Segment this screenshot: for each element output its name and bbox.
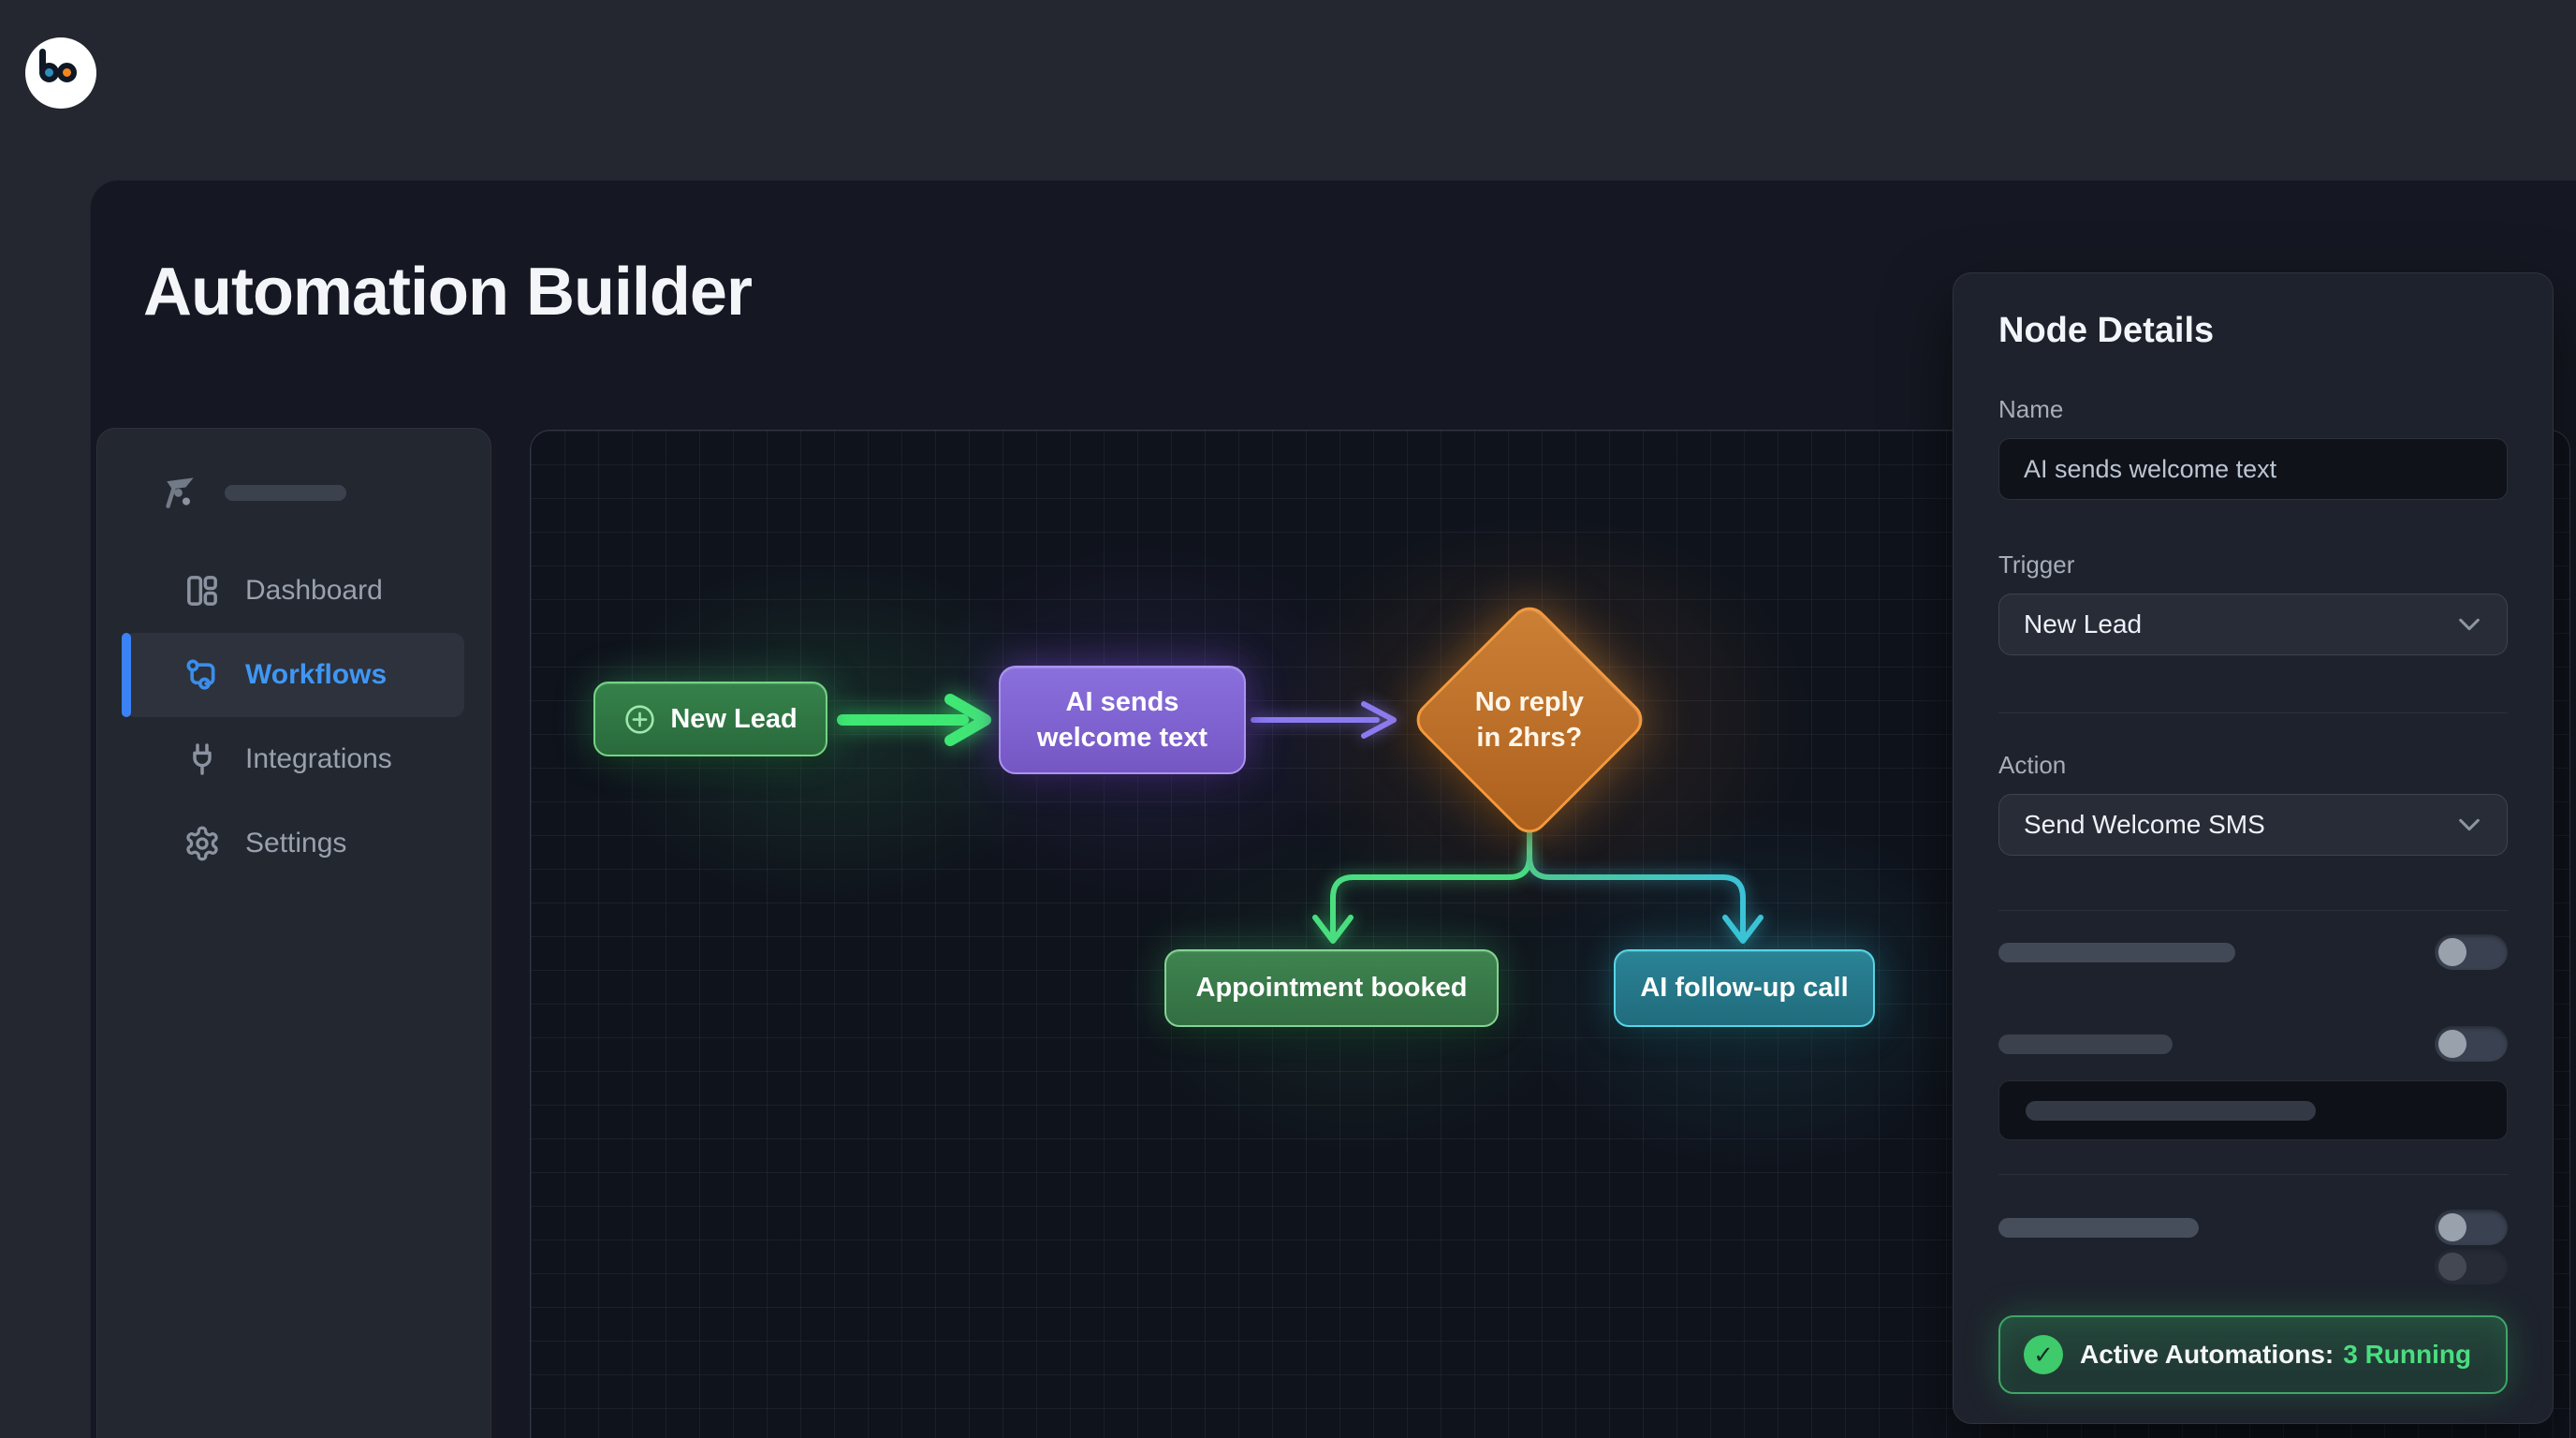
setting-label-skeleton: [1998, 1034, 2173, 1054]
action-select[interactable]: Send Welcome SMS: [1998, 794, 2508, 856]
name-input[interactable]: [1998, 438, 2508, 500]
connector-newlead-to-welcome: [837, 694, 991, 746]
node-label: Appointment booked: [1195, 973, 1468, 1003]
active-automations-banner: ✓ Active Automations:3 Running: [1998, 1315, 2508, 1394]
setting-row: [1998, 1026, 2508, 1062]
node-new-lead[interactable]: New Lead: [593, 682, 827, 756]
chevron-down-icon: [2459, 618, 2480, 631]
connector-welcome-to-decision: [1251, 701, 1397, 739]
node-label: No reply in 2hrs?: [1474, 686, 1585, 753]
node-label: New Lead: [670, 703, 798, 734]
toggle-knob: [2438, 1213, 2466, 1241]
sidebar-item-settings[interactable]: Settings: [124, 801, 464, 886]
node-details-panel: Node Details Name Trigger New Lead Actio…: [1953, 272, 2554, 1424]
setting-label-skeleton: [1998, 942, 2235, 962]
sidebar-item-dashboard[interactable]: Dashboard: [124, 549, 464, 633]
sidebar-item-label: Integrations: [245, 743, 392, 774]
sidebar-item-integrations[interactable]: Integrations: [124, 717, 464, 801]
node-ai-welcome-text[interactable]: AI sends welcome text: [999, 666, 1246, 774]
dashboard-icon: [187, 576, 217, 606]
node-appointment-booked[interactable]: Appointment booked: [1164, 949, 1499, 1027]
sidebar-brand-row: [97, 470, 490, 515]
trigger-value: New Lead: [2024, 609, 2143, 638]
setting-label-skeleton: [1998, 1217, 2199, 1238]
sidebar-item-label: Workflows: [245, 659, 388, 690]
connector-decision-to-followup: [1527, 854, 1764, 944]
gear-icon: [186, 826, 218, 861]
sidebar: Dashboard Workflows Integrations: [96, 428, 491, 1438]
panel-title: Node Details: [1998, 311, 2215, 350]
toggle-knob: [2438, 938, 2466, 966]
banner-text: Active Automations:3 Running: [2080, 1340, 2472, 1369]
setting-row: [1998, 934, 2508, 970]
trigger-select[interactable]: New Lead: [1998, 594, 2508, 655]
sidebar-brand-skeleton: [225, 484, 346, 501]
node-label: AI follow-up call: [1640, 973, 1849, 1003]
node-ai-followup-call[interactable]: AI follow-up call: [1614, 949, 1875, 1027]
brand-bo-mark: [39, 49, 82, 89]
toggle-switch[interactable]: [2435, 1026, 2508, 1062]
node-label: AI sends welcome text: [1036, 686, 1208, 753]
workflow-icon: [186, 659, 215, 690]
sidebar-item-label: Dashboard: [245, 575, 383, 606]
setting-row: [1998, 1210, 2508, 1245]
circle-plus-icon: [625, 704, 654, 734]
brand-logo[interactable]: [25, 37, 96, 109]
chevron-down-icon: [2459, 818, 2480, 831]
text-field-skeleton[interactable]: [1998, 1080, 2508, 1140]
name-label: Name: [1998, 395, 2064, 423]
check-icon: ✓: [2024, 1335, 2063, 1374]
toggle-knob: [2438, 1030, 2466, 1058]
toggle-switch[interactable]: [2435, 1210, 2508, 1245]
plug-icon: [193, 743, 212, 775]
field-value-skeleton: [2026, 1100, 2316, 1121]
divider: [1998, 712, 2508, 713]
toggle-switch[interactable]: [2435, 934, 2508, 970]
connector-decision-to-appointment: [1312, 854, 1532, 944]
running-count: 3 Running: [2343, 1340, 2472, 1369]
sidebar-item-workflows[interactable]: Workflows: [122, 633, 464, 717]
trigger-label: Trigger: [1998, 550, 2075, 579]
sidebar-logo-icon: [166, 477, 194, 508]
sidebar-nav: Dashboard Workflows Integrations: [97, 549, 490, 886]
sidebar-item-label: Settings: [245, 828, 347, 858]
divider: [1998, 1174, 2508, 1175]
action-value: Send Welcome SMS: [2024, 810, 2265, 839]
faded-toggle: [2435, 1249, 2508, 1284]
divider: [1998, 910, 2508, 911]
page-title: Automation Builder: [143, 255, 753, 330]
action-label: Action: [1998, 751, 2067, 779]
